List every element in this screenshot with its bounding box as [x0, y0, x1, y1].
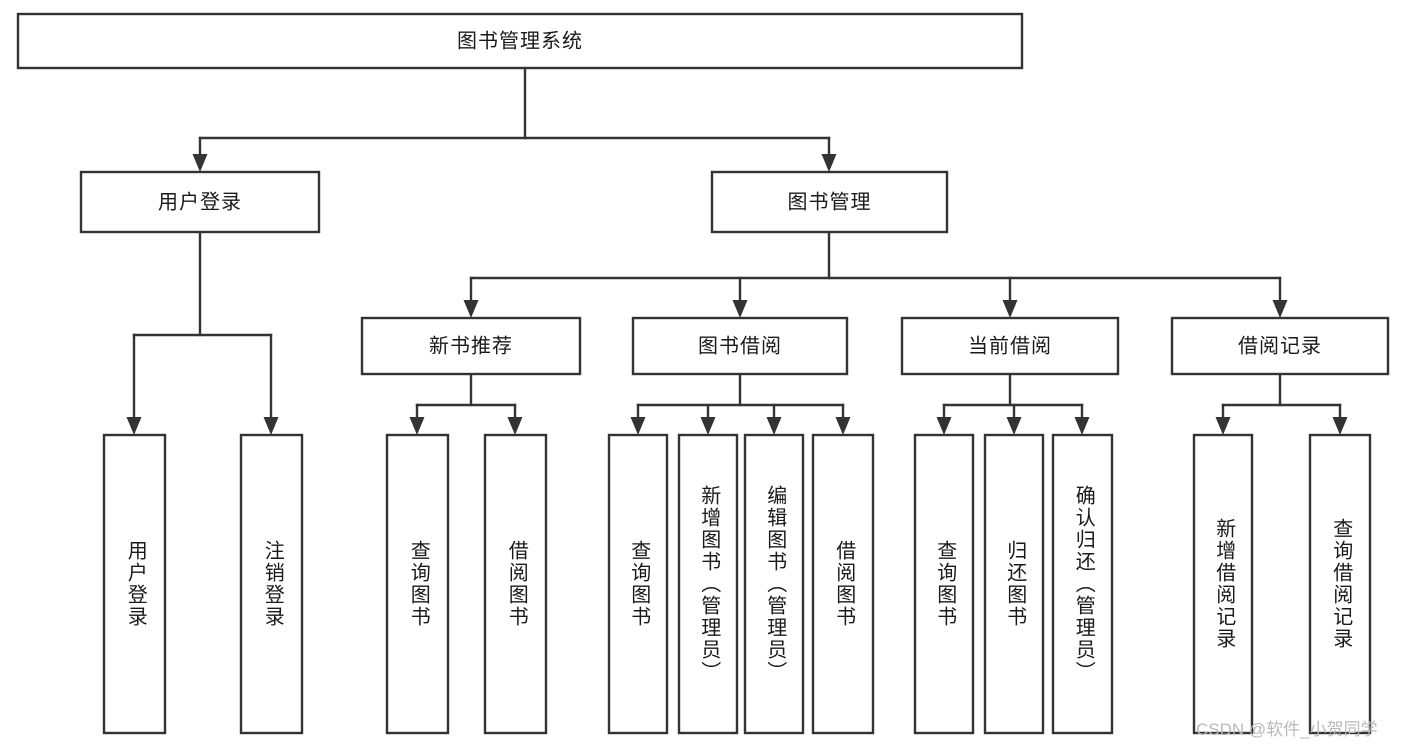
- edge-arrowhead: [1006, 417, 1022, 435]
- node-label-borrow-record: 借阅记录: [1238, 334, 1322, 357]
- leaf-node-leaf-borrow-book-2[interactable]: [811, 433, 875, 735]
- edge-group-edge-bookmanage-bus: [463, 230, 1288, 318]
- csdn-watermark: CSDN @软件_小贺同学: [1196, 720, 1378, 739]
- edge-arrowhead: [1074, 417, 1090, 435]
- leaf-node-leaf-query-record[interactable]: [1308, 433, 1372, 735]
- edge-arrowhead: [192, 154, 208, 172]
- edge-arrowhead: [835, 417, 851, 435]
- leaf-node-leaf-edit-book[interactable]: [743, 433, 805, 735]
- leaf-node-leaf-logout[interactable]: [239, 433, 304, 735]
- node-label-user-login: 用户登录: [158, 190, 242, 213]
- leaf-node-leaf-user-login[interactable]: [102, 433, 167, 735]
- edge-arrowhead: [732, 300, 748, 318]
- node-new-book-recommend[interactable]: [360, 316, 582, 376]
- edge-group-edge-root-bus: [192, 66, 837, 172]
- node-label-book-manage: 图书管理: [788, 190, 872, 213]
- edge-arrowhead: [1272, 300, 1288, 318]
- edge-arrowhead: [126, 417, 142, 435]
- node-root[interactable]: [16, 12, 1024, 70]
- node-label-root: 图书管理系统: [457, 29, 583, 52]
- leaf-node-leaf-add-record[interactable]: [1192, 433, 1254, 735]
- edge-arrowhead: [936, 417, 952, 435]
- edge-group-edge-borrow-bus: [630, 372, 851, 435]
- node-label-book-borrow: 图书借阅: [698, 334, 782, 357]
- leaf-node-leaf-query-book-3[interactable]: [913, 433, 975, 735]
- edge-arrowhead: [1215, 417, 1231, 435]
- leaf-node-leaf-borrow-book-1[interactable]: [483, 433, 548, 735]
- leaf-node-leaf-query-book-1[interactable]: [385, 433, 450, 735]
- node-label-current-borrow: 当前借阅: [968, 334, 1052, 357]
- edge-arrowhead: [630, 417, 646, 435]
- edge-group-edge-current-bus: [936, 372, 1090, 435]
- edge-group-edge-userlogin-bus: [126, 230, 279, 435]
- leaf-node-leaf-query-book-2[interactable]: [607, 433, 669, 735]
- edge-arrowhead: [263, 417, 279, 435]
- edge-arrowhead: [1002, 300, 1018, 318]
- leaf-node-leaf-add-book[interactable]: [677, 433, 739, 735]
- edge-arrowhead: [463, 300, 479, 318]
- node-book-borrow[interactable]: [631, 316, 849, 376]
- edge-arrowhead: [766, 417, 782, 435]
- node-label-new-book-recommend: 新书推荐: [429, 334, 513, 357]
- edge-group-edge-record-bus: [1215, 372, 1348, 435]
- node-borrow-record[interactable]: [1170, 316, 1390, 376]
- edge-arrowhead: [700, 417, 716, 435]
- edge-arrowhead: [1332, 417, 1348, 435]
- leaf-node-leaf-confirm-return[interactable]: [1051, 433, 1114, 735]
- edge-arrowhead: [821, 154, 837, 172]
- edge-group-edge-recommend-bus: [409, 372, 523, 435]
- node-user-login[interactable]: [79, 170, 321, 234]
- node-boxes-layer: [16, 12, 1390, 735]
- connector-edges-layer: [126, 66, 1348, 435]
- edge-arrowhead: [409, 417, 425, 435]
- leaf-node-leaf-return-book[interactable]: [983, 433, 1045, 735]
- edge-arrowhead: [507, 417, 523, 435]
- node-book-manage[interactable]: [710, 170, 949, 234]
- node-current-borrow[interactable]: [900, 316, 1120, 376]
